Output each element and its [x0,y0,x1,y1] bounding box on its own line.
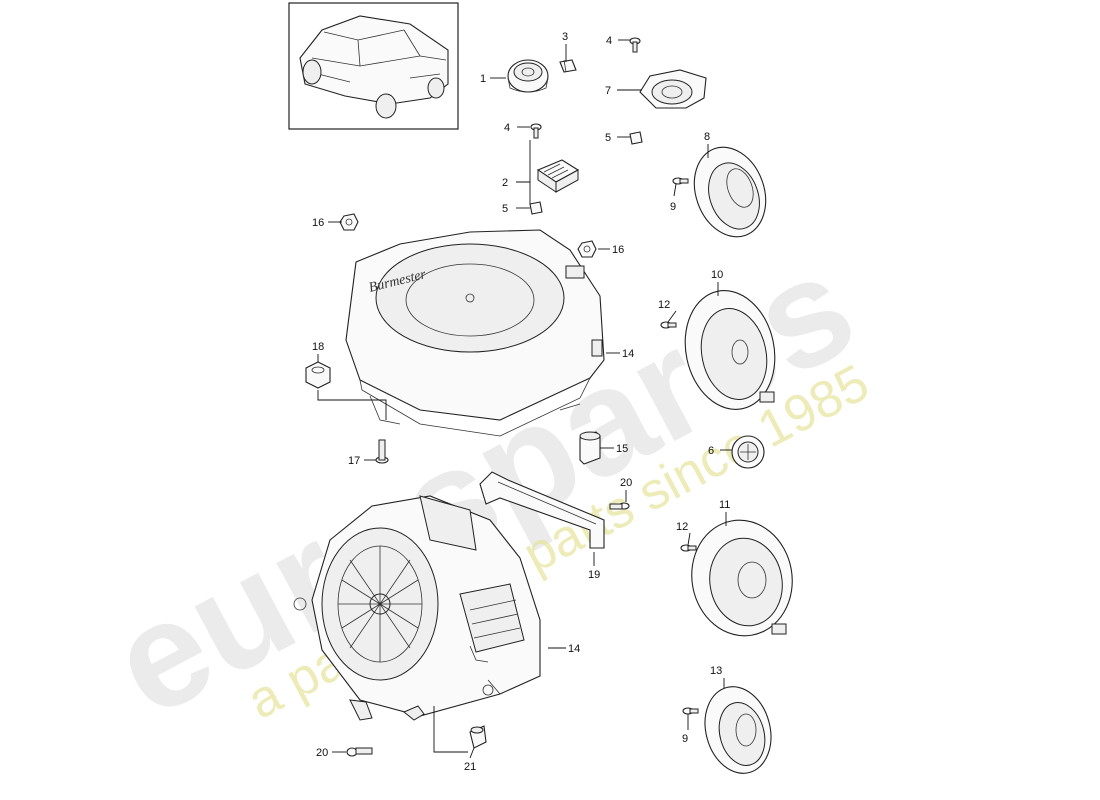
part-20-screw-lower [346,747,373,757]
part-10-speaker [684,290,776,410]
callout-16-right: 16 [612,244,624,256]
callout-20-lower: 20 [316,747,328,759]
callout-8: 8 [704,131,710,143]
part-9-screw-upper [672,177,689,185]
callout-18: 18 [312,341,324,353]
part-19-bracket [479,471,605,549]
part-18-grommet [305,361,331,389]
part-7-speaker [639,69,707,109]
callout-1: 1 [480,73,486,85]
leader-lines [317,39,732,759]
callout-9-lower: 9 [682,733,688,745]
callout-3: 3 [562,31,568,43]
part-21-bolt [469,725,487,749]
vehicle-thumbnail [288,2,459,130]
callout-19: 19 [588,569,600,581]
callout-14-lower: 14 [568,643,580,655]
part-6-tweeter [731,435,765,469]
callout-12-upper: 12 [658,299,670,311]
part-3-clip [559,59,577,73]
part-5-nut-top [629,131,643,145]
callout-17: 17 [348,455,360,467]
part-17-bolt [375,439,389,464]
part-14-subwoofer-unit [293,495,541,721]
part-15-spacer [579,431,601,465]
callout-11: 11 [719,499,730,511]
part-5-nut-mid [529,201,543,215]
callout-9-upper: 9 [670,201,676,213]
part-13-speaker [704,686,772,774]
part-14-subwoofer-housing: Burmester [345,229,605,437]
callout-16-left: 16 [312,217,324,229]
callout-7: 7 [605,85,611,97]
callout-21: 21 [464,761,476,773]
part-1-tweeter [507,59,549,93]
callout-13: 13 [710,665,722,677]
callout-4-mid: 4 [504,122,510,134]
callout-15: 15 [616,443,628,455]
part-4-screw-top [629,37,641,53]
part-16-nut-right [577,240,597,258]
part-11-speaker [691,519,793,637]
part-2-module [536,159,580,193]
callout-14-upper: 14 [622,348,634,360]
callout-20-upper: 20 [620,477,632,489]
part-12-screw-upper [660,321,677,329]
callout-12-lower: 12 [676,521,688,533]
callout-4-top: 4 [606,35,612,47]
part-8-speaker [693,146,767,238]
callout-5-mid: 5 [502,203,508,215]
callout-6: 6 [708,445,714,457]
callout-2: 2 [502,177,508,189]
callout-labels: 1 2 3 4 4 5 5 6 7 8 9 9 10 11 12 12 13 1… [312,31,730,773]
part-4-screw-mid [530,123,542,139]
part-12-screw-lower [680,544,697,552]
part-20-screw-upper [609,502,630,510]
callout-5-top: 5 [605,132,611,144]
part-16-nut-left [339,213,359,231]
part-9-screw-lower [682,707,699,715]
callout-10: 10 [711,269,723,281]
